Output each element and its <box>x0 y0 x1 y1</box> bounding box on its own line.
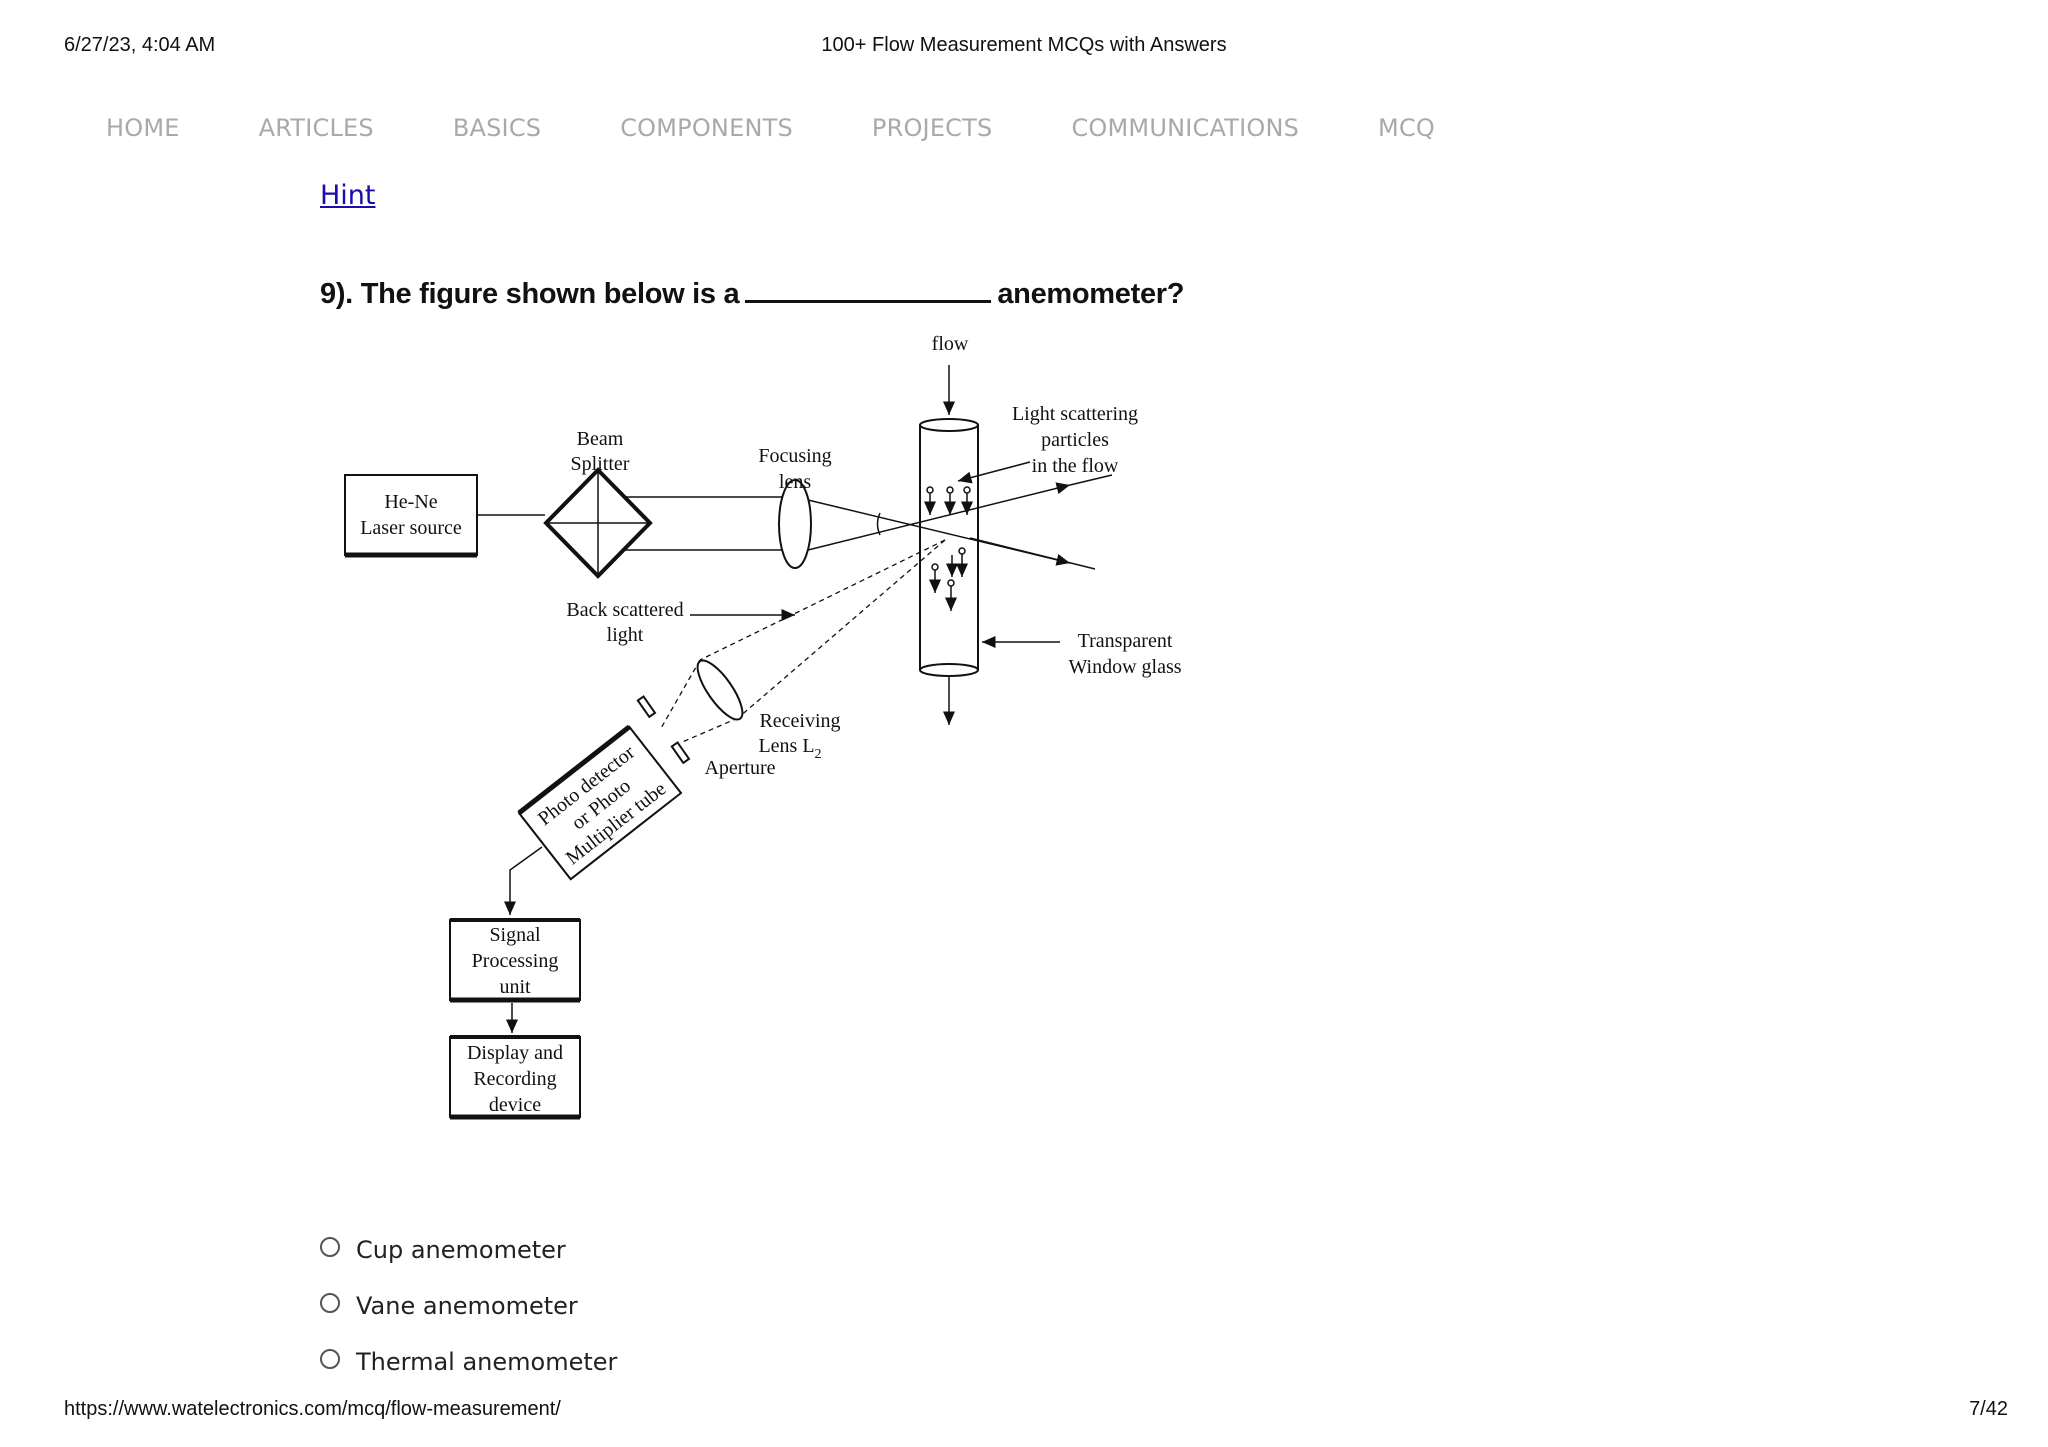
aperture <box>636 695 691 765</box>
radio-button[interactable] <box>320 1293 340 1313</box>
laser-source-box: He-Ne Laser source <box>344 474 478 558</box>
option-thermal-anemometer[interactable]: Thermal anemometer <box>320 1334 617 1390</box>
print-page-number: 7/42 <box>1969 1398 2008 1420</box>
aperture-label: Aperture <box>704 757 775 779</box>
display-recording-box: Display and Recording device <box>449 1035 581 1120</box>
receiving-lens <box>696 659 744 721</box>
signal-label-1: Signal <box>489 924 541 946</box>
transparent-label-1: Transparent <box>1078 630 1173 652</box>
display-label-1: Display and <box>467 1042 563 1064</box>
radio-button[interactable] <box>320 1237 340 1257</box>
flow-tube <box>919 418 979 677</box>
nav-item-components[interactable]: COMPONENTS <box>620 114 793 142</box>
print-page-title: 100+ Flow Measurement MCQs with Answers <box>821 34 1227 56</box>
answer-options: Cup anemometer Vane anemometer Thermal a… <box>320 1222 617 1390</box>
back-scattered-rays <box>659 539 946 744</box>
option-vane-anemometer[interactable]: Vane anemometer <box>320 1278 617 1334</box>
option-cup-anemometer[interactable]: Cup anemometer <box>320 1222 617 1278</box>
print-datetime: 6/27/23, 4:04 AM <box>64 34 216 56</box>
nav-item-mcq[interactable]: MCQ <box>1378 114 1436 142</box>
focusing-lens-label-1: Focusing <box>758 445 831 467</box>
nav-item-communications[interactable]: COMMUNICATIONS <box>1071 114 1300 142</box>
print-url: https://www.watelectronics.com/mcq/flow-… <box>64 1398 561 1420</box>
option-label: Cup anemometer <box>356 1236 566 1264</box>
back-scattered-label-2: light <box>607 624 644 646</box>
receiving-lens-label-1: Receiving <box>759 710 840 732</box>
figure-svg: He-Ne Laser source Beam Splitter Focusin… <box>344 333 1182 1120</box>
print-header: 6/27/23, 4:04 AM 100+ Flow Measurement M… <box>0 34 2048 60</box>
light-scattering-label-2: particles <box>1041 429 1109 451</box>
nav-item-basics[interactable]: BASICS <box>452 114 542 142</box>
question-text: 9). The figure shown below is a anemomete… <box>320 278 1185 311</box>
focusing-lens <box>778 479 812 569</box>
beam-splitter-label-2: Splitter <box>571 453 630 475</box>
signal-processing-box: Signal Processing unit <box>449 918 581 1003</box>
transparent-label-2: Window glass <box>1068 656 1181 678</box>
laser-label-2: Laser source <box>360 517 462 539</box>
nav-item-home[interactable]: HOME <box>106 114 180 142</box>
signal-label-3: unit <box>499 976 531 998</box>
nav-item-projects[interactable]: PROJECTS <box>871 114 993 142</box>
laser-doppler-figure: He-Ne Laser source Beam Splitter Focusin… <box>330 325 1200 1125</box>
display-label-3: device <box>489 1094 541 1116</box>
nav-item-articles[interactable]: ARTICLES <box>258 114 374 142</box>
question-prefix: 9). The figure shown below is a <box>320 278 740 310</box>
flow-label: flow <box>932 333 969 355</box>
scattering-particles <box>924 486 973 611</box>
option-label: Vane anemometer <box>356 1292 578 1320</box>
back-scattered-label-1: Back scattered <box>566 599 683 621</box>
photo-detector-box: Photo detector or Photo Multiplier tube <box>517 724 683 881</box>
question-suffix: anemometer? <box>997 278 1185 310</box>
answer-blank <box>745 300 992 303</box>
print-footer: https://www.watelectronics.com/mcq/flow-… <box>0 1398 2048 1424</box>
signal-label-2: Processing <box>472 950 559 972</box>
display-label-2: Recording <box>473 1068 556 1090</box>
radio-button[interactable] <box>320 1349 340 1369</box>
main-nav: HOME ARTICLES BASICS COMPONENTS PROJECTS… <box>106 114 1514 142</box>
focusing-lens-label-2: lens <box>779 471 811 493</box>
light-scattering-label-3: in the flow <box>1032 455 1119 477</box>
receiving-lens-label-2: Lens L2 <box>758 735 821 762</box>
beam-splitter <box>543 467 653 579</box>
light-scattering-label-1: Light scattering <box>1012 403 1138 425</box>
beam-splitter-label-1: Beam <box>577 428 624 450</box>
laser-label-1: He-Ne <box>384 491 437 513</box>
option-label: Thermal anemometer <box>356 1348 618 1376</box>
hint-link[interactable]: Hint <box>320 180 376 211</box>
